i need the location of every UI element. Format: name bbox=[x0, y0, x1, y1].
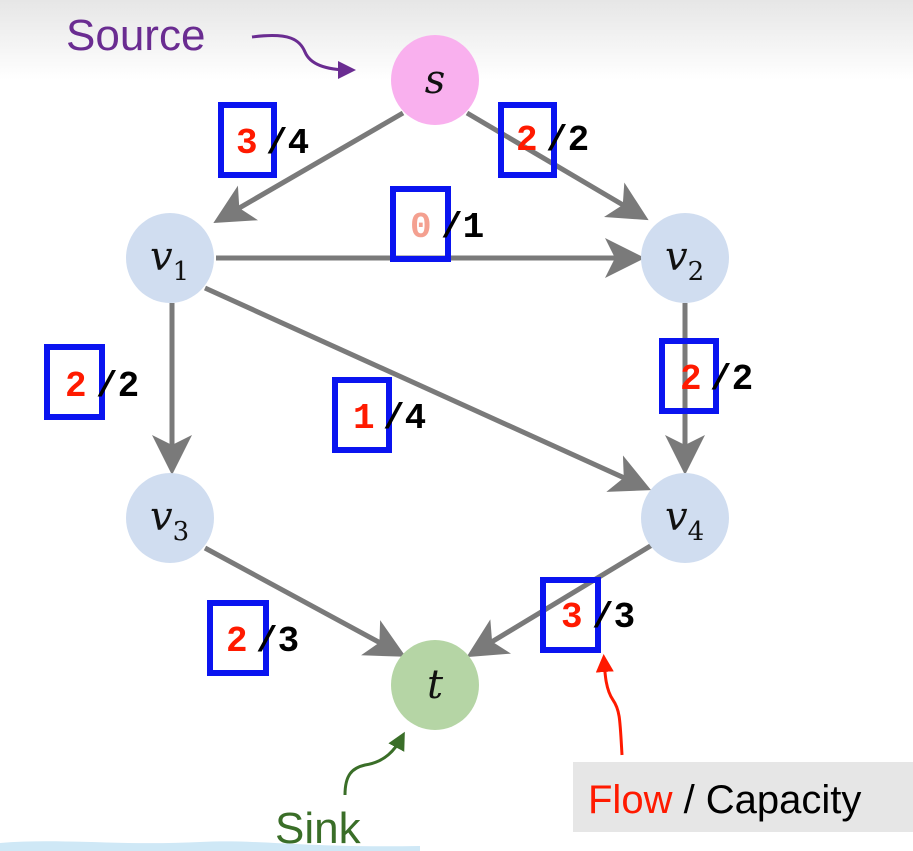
legend-box bbox=[573, 762, 913, 832]
label-v3-t: 2 /3 bbox=[207, 600, 299, 676]
legend-capacity: Capacity bbox=[706, 778, 862, 822]
capacity-value: /1 bbox=[441, 207, 484, 248]
svg-text:v1: v1 bbox=[150, 234, 189, 287]
node-v1-subscript: 1 bbox=[173, 257, 190, 287]
flow-value: 2 bbox=[226, 621, 248, 662]
node-v3-subscript: 3 bbox=[173, 517, 190, 547]
flow-value: 2 bbox=[65, 366, 87, 407]
capacity-value: /2 bbox=[546, 120, 589, 161]
node-v2-subscript: 2 bbox=[688, 257, 705, 287]
edge-v4-t bbox=[466, 542, 654, 658]
legend-text: Flow / Capacity bbox=[588, 778, 861, 822]
capacity-value: /3 bbox=[256, 621, 299, 662]
node-v4: v4 bbox=[641, 473, 729, 563]
flow-value: 3 bbox=[236, 123, 258, 164]
flow-highlight-box bbox=[659, 338, 719, 414]
svg-text:v2: v2 bbox=[665, 234, 704, 287]
node-t-label: t bbox=[427, 662, 444, 708]
label-v1-v2: 0 /1 bbox=[390, 186, 484, 262]
flow-arrow bbox=[595, 654, 624, 756]
node-v2: v2 bbox=[641, 213, 729, 303]
node-v2-label: v bbox=[665, 234, 688, 280]
source-arrow bbox=[251, 33, 356, 79]
node-v1-label: v bbox=[150, 234, 173, 280]
svg-text:v4: v4 bbox=[665, 494, 704, 547]
capacity-value: /3 bbox=[592, 597, 635, 638]
label-v1-v3: 2 /2 bbox=[44, 344, 139, 420]
legend-separator: / bbox=[672, 778, 705, 822]
bottom-wave-decoration bbox=[0, 841, 420, 851]
node-v3-label: v bbox=[150, 494, 173, 540]
flow-highlight-box bbox=[390, 186, 451, 262]
flow-value: 2 bbox=[680, 359, 702, 400]
flow-value: 2 bbox=[516, 120, 538, 161]
label-s-v2: 2 /2 bbox=[498, 102, 589, 178]
flow-value: 3 bbox=[561, 597, 583, 638]
capacity-value: /4 bbox=[383, 398, 426, 439]
label-v4-t: 3 /3 bbox=[540, 577, 635, 653]
flow-highlight-box bbox=[218, 102, 277, 178]
flow-highlight-box bbox=[44, 344, 105, 420]
capacity-value: /4 bbox=[266, 123, 309, 164]
edge-v1-v4 bbox=[203, 285, 652, 492]
edge-s-v1 bbox=[213, 110, 405, 224]
label-v2-v4: 2 /2 bbox=[659, 338, 753, 414]
sink-annotation: Sink bbox=[275, 804, 362, 851]
flow-value: 1 bbox=[353, 398, 375, 439]
node-s: s bbox=[391, 35, 479, 125]
capacity-value: /2 bbox=[710, 359, 753, 400]
label-v1-v4: 1 /4 bbox=[332, 377, 426, 453]
flow-highlight-box bbox=[207, 600, 269, 676]
node-v4-subscript: 4 bbox=[688, 517, 705, 547]
node-v4-label: v bbox=[665, 494, 688, 540]
flow-highlight-box bbox=[540, 577, 601, 653]
node-t: t bbox=[391, 640, 479, 730]
node-s-label: s bbox=[425, 57, 446, 103]
flow-value: 0 bbox=[410, 207, 432, 248]
legend-flow: Flow bbox=[588, 778, 673, 822]
svg-text:v3: v3 bbox=[150, 494, 189, 547]
flow-highlight-box bbox=[498, 102, 557, 178]
node-v3: v3 bbox=[126, 473, 214, 563]
flow-highlight-box bbox=[332, 377, 392, 453]
sink-arrow bbox=[343, 731, 405, 796]
label-s-v1: 3 /4 bbox=[218, 102, 309, 178]
node-v1: v1 bbox=[126, 213, 214, 303]
source-annotation: Source bbox=[66, 11, 205, 60]
capacity-value: /2 bbox=[96, 366, 139, 407]
edge-v3-t bbox=[203, 545, 406, 657]
